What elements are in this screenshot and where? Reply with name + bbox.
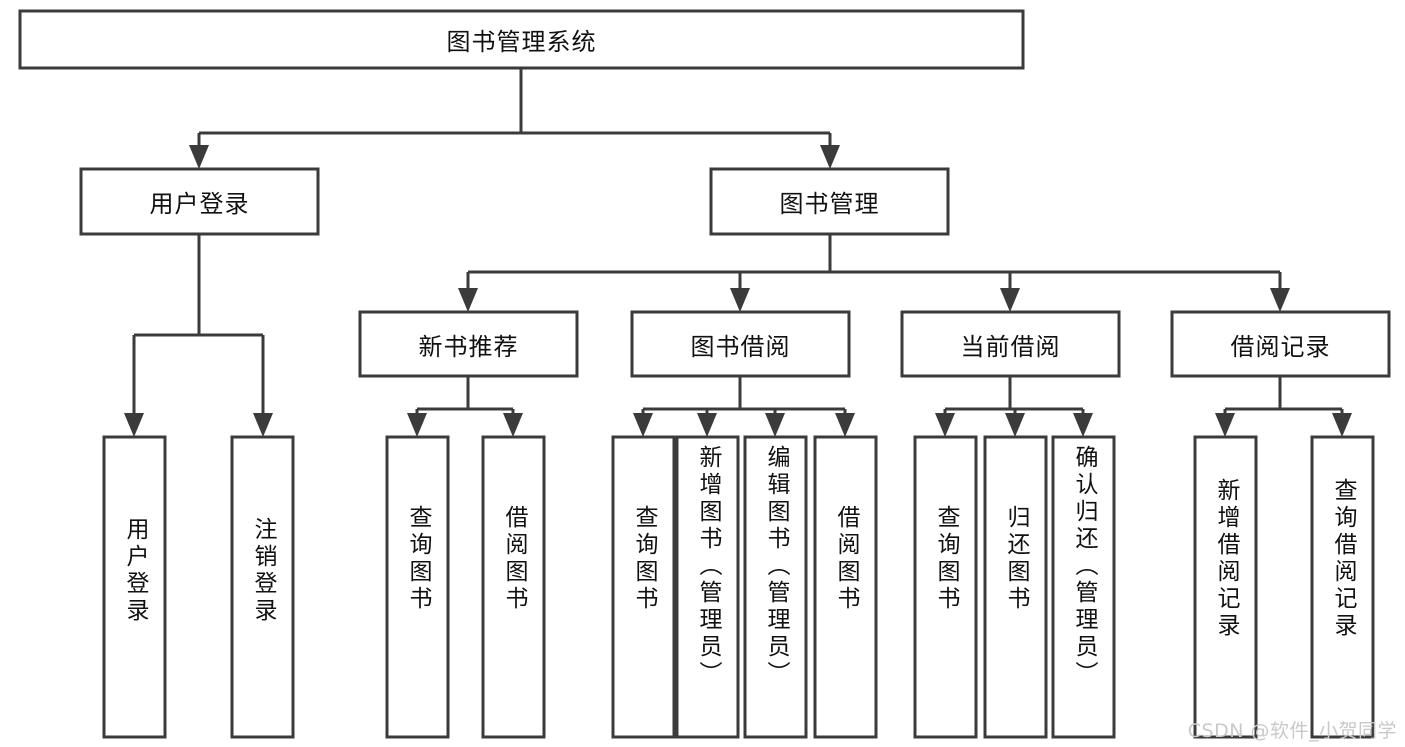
node-box-new-book-recommend[interactable] xyxy=(358,310,579,378)
leaf-box-book-borrow-3[interactable] xyxy=(813,435,878,739)
leaf-box-user-login-1[interactable] xyxy=(230,435,295,739)
node-box-root[interactable] xyxy=(18,9,1025,70)
leaf-box-new-book-0[interactable] xyxy=(385,435,450,739)
leaf-box-user-login-0[interactable] xyxy=(102,435,167,739)
connector-bookborrow-to-leaves xyxy=(633,376,855,437)
node-box-book-management[interactable] xyxy=(709,167,950,236)
leaf-box-book-borrow-1[interactable] xyxy=(675,435,740,739)
leaf-box-current-borrow-0[interactable] xyxy=(913,435,978,739)
node-box-borrow-record[interactable] xyxy=(1170,310,1391,378)
leaf-box-book-borrow-2[interactable] xyxy=(743,435,808,739)
leaf-box-current-borrow-1[interactable] xyxy=(983,435,1048,739)
leaf-box-borrow-record-0[interactable] xyxy=(1193,435,1258,739)
connector-currentborrow-to-leaves xyxy=(935,376,1093,437)
node-box-user-login[interactable] xyxy=(79,167,320,236)
leaf-box-current-borrow-2[interactable] xyxy=(1051,435,1116,739)
connector-bookmgmt-to-level3 xyxy=(458,234,1290,312)
leaf-box-new-book-1[interactable] xyxy=(481,435,546,739)
node-box-current-borrow[interactable] xyxy=(900,310,1121,378)
node-box-book-borrow[interactable] xyxy=(630,310,851,378)
leaf-box-book-borrow-0[interactable] xyxy=(611,435,676,739)
watermark-text: CSDN @软件_小贺同学 xyxy=(1187,720,1397,742)
connector-newbook-to-leaves xyxy=(407,376,523,437)
leaf-box-borrow-record-1[interactable] xyxy=(1310,435,1375,739)
connector-borrowrecord-to-leaves xyxy=(1215,376,1352,437)
connector-userlogin-to-leaves xyxy=(124,234,273,437)
connector-root-to-level2 xyxy=(189,68,840,169)
